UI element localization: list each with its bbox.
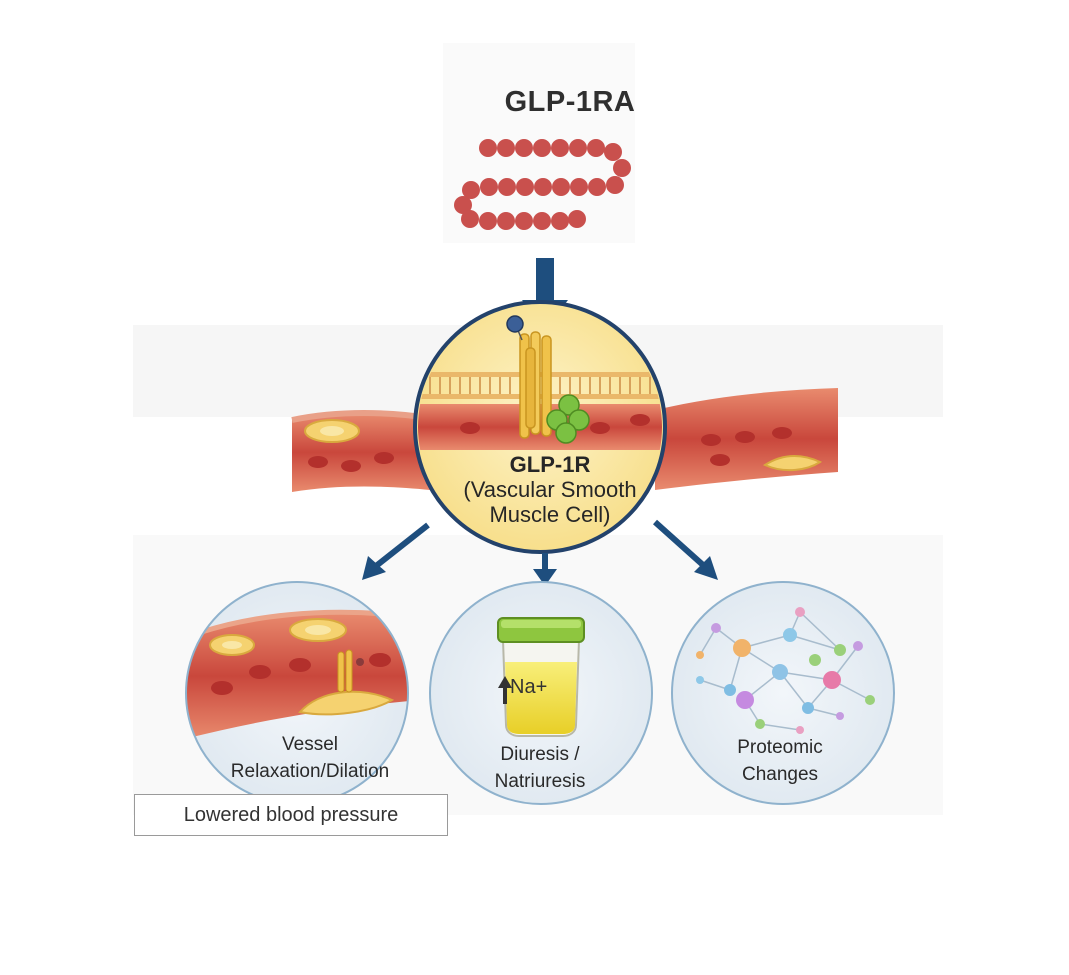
branch-arrows xyxy=(362,519,718,586)
peptide-chain-icon xyxy=(454,139,631,230)
diuresis-effect-line2: Natriuresis xyxy=(494,771,586,792)
cell-circle xyxy=(413,300,667,554)
diuresis-effect-line1: Diuresis / xyxy=(500,744,580,765)
receptor-desc-line2: Muscle Cell) xyxy=(489,502,611,527)
diagram-title: GLP-1RA xyxy=(504,86,636,118)
receptor-icon xyxy=(506,315,552,439)
sodium-label: Na+ xyxy=(510,676,548,698)
background-vessel xyxy=(291,388,838,492)
vessel-effect-line1: Vessel xyxy=(282,734,338,755)
diuresis-effect-circle xyxy=(429,581,653,805)
proteomic-effect-label: Proteomic Changes xyxy=(680,734,880,788)
receptor-name: GLP-1R xyxy=(509,452,591,477)
vessel-effect-line2: Relaxation/Dilation xyxy=(230,761,390,782)
specimen-cup-icon xyxy=(497,617,585,737)
receptor-label: GLP-1R (Vascular Smooth Muscle Cell) xyxy=(445,452,655,527)
proteomic-effect-line2: Changes xyxy=(741,764,819,785)
receptor-desc-line1: (Vascular Smooth xyxy=(463,477,637,502)
proteomic-effect-circle xyxy=(671,581,895,805)
outcome-box: Lowered blood pressure xyxy=(134,794,448,836)
vessel-effect-label: Vessel Relaxation/Dilation xyxy=(200,731,420,785)
g-protein-icon xyxy=(546,394,590,444)
protein-network-icon xyxy=(696,607,875,734)
up-arrow-icon xyxy=(498,676,512,704)
proteomic-effect-line1: Proteomic xyxy=(737,737,823,758)
diuresis-effect-label: Diuresis / Natriuresis xyxy=(440,741,640,795)
